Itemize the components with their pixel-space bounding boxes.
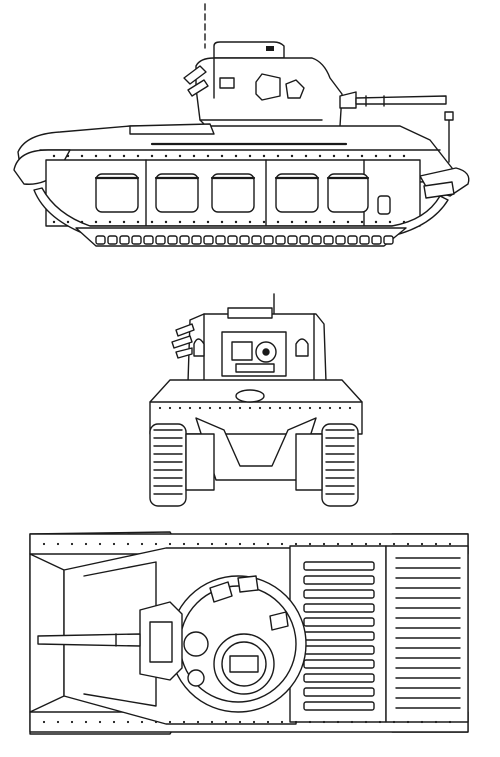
engine-grilles (303, 561, 375, 711)
hull-rivets (52, 154, 406, 224)
loader-hatch (183, 631, 209, 657)
main-gun (355, 95, 447, 105)
track-upper (33, 187, 449, 237)
smoke-discharger (171, 323, 195, 359)
smoke-discharger (183, 65, 207, 85)
rear-deck (385, 545, 469, 723)
vision-port (219, 77, 235, 89)
side-view (13, 3, 470, 247)
hatch-lock (266, 46, 274, 51)
gun-mantlet (339, 91, 357, 109)
front-nose (29, 553, 65, 713)
track-links (95, 235, 394, 245)
hull-rivets (42, 542, 452, 724)
glacis-plate (195, 417, 317, 481)
exhaust (423, 181, 455, 199)
rear-louvres (395, 557, 461, 709)
hull-rivets (158, 406, 352, 410)
periscope (285, 79, 305, 99)
driver-visor (235, 389, 265, 403)
mud-chutes (94, 173, 391, 215)
top-view (29, 531, 469, 735)
front-view (149, 293, 363, 507)
commander-hatch (227, 307, 273, 319)
sight-housing (255, 73, 281, 101)
right-track (321, 423, 359, 507)
main-gun (37, 633, 141, 647)
left-track (149, 423, 187, 507)
